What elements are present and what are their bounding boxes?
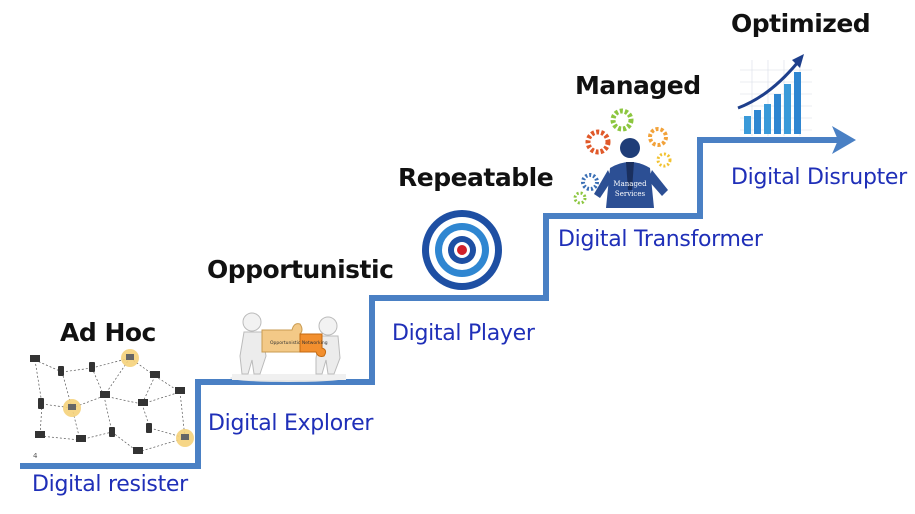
stage-title-opportunistic: Opportunistic	[207, 255, 394, 284]
stage-title-repeatable: Repeatable	[398, 163, 554, 192]
managed-badge-line2: Services	[615, 190, 646, 198]
staircase-line	[20, 137, 838, 469]
stage-label-digital-resister: Digital resister	[32, 472, 188, 497]
gear-icon	[585, 129, 611, 155]
stage-title-optimized: Optimized	[731, 9, 871, 38]
stage-title-ad-hoc: Ad Hoc	[60, 318, 156, 347]
network-icon	[30, 349, 194, 454]
growth-chart-icon	[737, 54, 812, 136]
stage-label-digital-explorer: Digital Explorer	[208, 411, 374, 436]
stage-title-managed: Managed	[575, 71, 701, 100]
page-marker: 4	[33, 452, 38, 460]
puzzle-people-icon	[230, 312, 346, 382]
target-icon	[422, 210, 502, 290]
arrow-head-icon	[832, 126, 856, 154]
stage-label-digital-player: Digital Player	[392, 321, 535, 346]
managed-services-icon	[573, 108, 672, 208]
stage-label-digital-disrupter: Digital Disrupter	[731, 165, 907, 190]
stage-label-digital-transformer: Digital Transformer	[558, 227, 763, 252]
managed-badge-line1: Managed	[613, 180, 647, 188]
puzzle-text: Opportunistic Networking	[270, 340, 328, 346]
